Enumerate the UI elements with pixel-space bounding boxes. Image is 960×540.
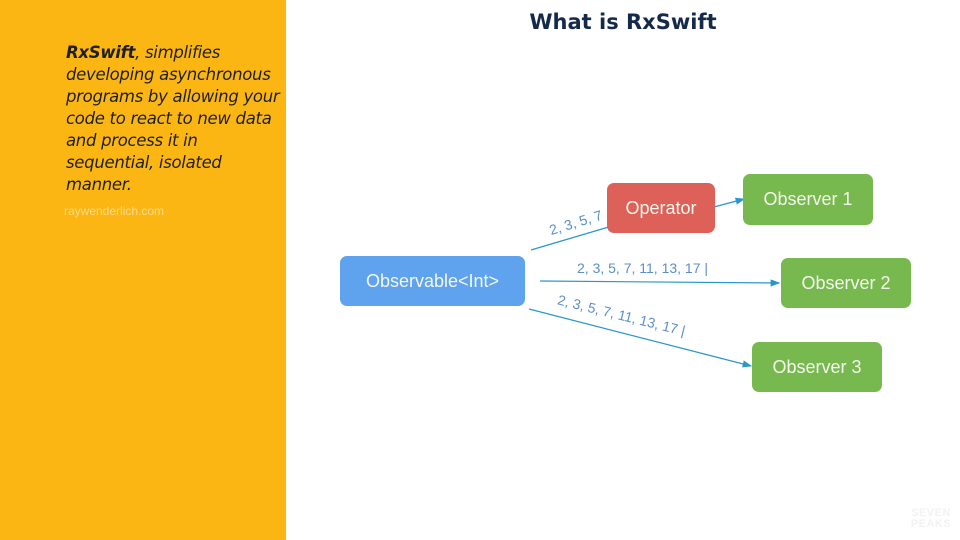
observer-3-node: Observer 3: [752, 342, 882, 392]
observable-node: Observable<Int>: [340, 256, 525, 306]
intro-body: , simplifies developing asynchronous pro…: [66, 43, 280, 194]
sidebar-panel: RxSwift, simplifies developing asynchron…: [0, 0, 286, 540]
seven-peaks-logo: SEVEN PEAKS: [906, 508, 956, 530]
arrow-observable-to-observer-3: [528, 308, 753, 368]
arrow-observable-to-observer-2: [539, 279, 781, 287]
arrow-operator-to-observer-1: [713, 197, 746, 208]
stream-label-to-observer-2: 2, 3, 5, 7, 11, 13, 17 |: [577, 260, 709, 276]
logo-line-1: SEVEN: [911, 507, 951, 519]
observer-1-node: Observer 1: [743, 174, 873, 225]
source-credit: raywenderlich.com: [64, 204, 165, 218]
observer-2-node: Observer 2: [781, 258, 911, 308]
intro-bold: RxSwift: [66, 43, 136, 62]
intro-text: RxSwift, simplifies developing asynchron…: [66, 42, 281, 196]
arrow-observable-to-operator: [530, 225, 613, 251]
logo-line-2: PEAKS: [910, 518, 952, 530]
slide-title: What is RxSwift: [529, 10, 717, 34]
operator-node: Operator: [607, 183, 715, 233]
